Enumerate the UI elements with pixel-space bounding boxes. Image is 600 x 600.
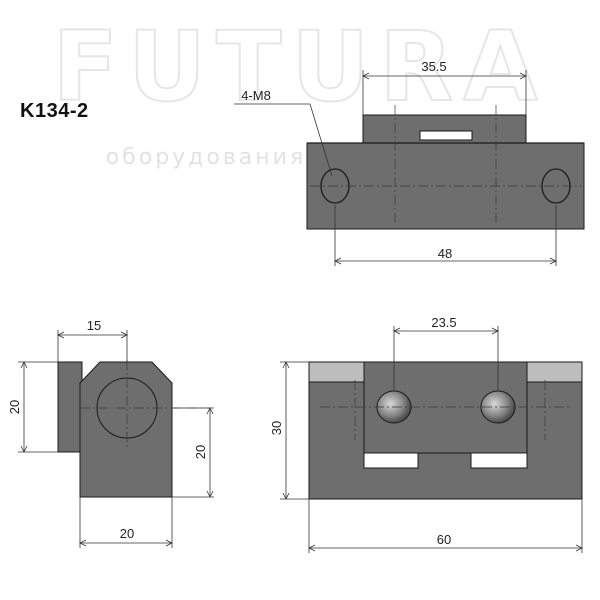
dim-side-width-top: 15 [87, 318, 101, 333]
watermark-brand: FUTURA [52, 11, 547, 123]
dim-front-hole-spacing: 23.5 [431, 315, 456, 330]
top-view-dimensions [234, 70, 557, 266]
side-view-dimensions [18, 330, 214, 548]
dim-front-height: 30 [269, 421, 284, 435]
front-view-dimensions [280, 326, 583, 553]
watermark: FUTURA оборудования будущего [51, 10, 547, 170]
front-view-body [308, 361, 583, 500]
side-view-back-plate [57, 361, 83, 453]
dim-hole-spec: 4-M8 [241, 88, 271, 103]
dim-front-width: 60 [437, 532, 451, 547]
front-view-right-ledge [526, 361, 583, 383]
part-number-title: K134-2 [20, 100, 89, 122]
front-view-slot-right [470, 452, 528, 469]
dim-side-height-left: 20 [7, 400, 22, 414]
top-view [306, 105, 585, 230]
dim-side-height-right: 20 [193, 445, 208, 459]
dim-overall-hole-spacing: 48 [438, 246, 452, 261]
dim-side-width-bottom: 20 [120, 526, 134, 541]
dim-hole-spacing-top: 35.5 [421, 59, 446, 74]
top-view-slot [419, 130, 473, 141]
side-view [57, 360, 210, 498]
front-view-left-ledge [308, 361, 365, 383]
front-view [308, 361, 583, 500]
front-view-slot-left [363, 452, 419, 469]
